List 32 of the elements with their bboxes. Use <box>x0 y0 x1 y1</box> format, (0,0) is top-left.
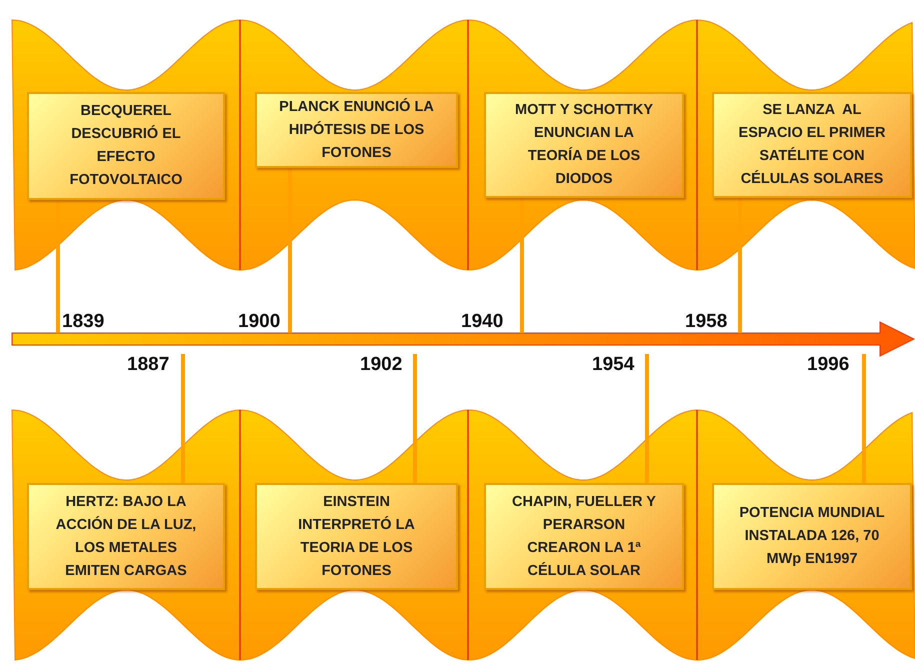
year-label: 1954 <box>592 354 634 376</box>
event-text: POTENCIA MUNDIAL INSTALADA 126, 70 MWp EN1997 <box>738 504 886 569</box>
event-box <box>712 483 912 590</box>
event-box <box>712 92 912 198</box>
year-label: 1958 <box>685 311 728 333</box>
leader-line <box>645 354 649 483</box>
year-label: 1940 <box>461 311 504 333</box>
event-text: BECQUEREL DESCUBRIÓ EL EFECTO FOTOVOLTAICO <box>68 102 184 190</box>
event-text: CHAPIN, FUELLER Y PERARSON CREARON LA 1ª CÉLULA SOLAR <box>511 492 657 580</box>
event-text: MOTT Y SCHOTTKY ENUNCIAN LA TEORÍA DE LOS DIODOS <box>514 101 654 189</box>
event-text: SE LANZA AL ESPACIO EL PRIMER SATÉLITE CON CÉLULAS SOLARES <box>738 101 886 189</box>
year-label: 1887 <box>127 354 170 376</box>
year-label: 1900 <box>238 311 280 333</box>
event-text: EINSTEIN INTERPRETÓ LA TEORIA DE LOS FOTONES <box>297 492 416 580</box>
leader-line <box>862 354 866 483</box>
event-box <box>255 483 458 590</box>
leader-line <box>413 354 417 483</box>
event-text: PLANCK ENUNCIÓ LA HIPÓTESIS DE LOS FOTONES <box>279 97 434 162</box>
leader-line <box>181 354 185 483</box>
year-label: 1902 <box>360 354 402 376</box>
year-label: 1996 <box>807 354 850 376</box>
leader-line <box>520 198 524 333</box>
event-box <box>484 92 684 198</box>
event-box <box>484 483 684 590</box>
leader-line <box>738 198 742 333</box>
year-label: 1839 <box>62 311 104 333</box>
event-text: HERTZ: BAJO LA ACCIÓN DE LA LUZ, LOS METALES EMITEN CARGAS <box>54 492 198 580</box>
event-box <box>27 483 225 590</box>
event-box <box>255 92 458 168</box>
leader-line <box>288 168 292 333</box>
leader-line <box>56 200 60 333</box>
event-box <box>27 92 225 200</box>
